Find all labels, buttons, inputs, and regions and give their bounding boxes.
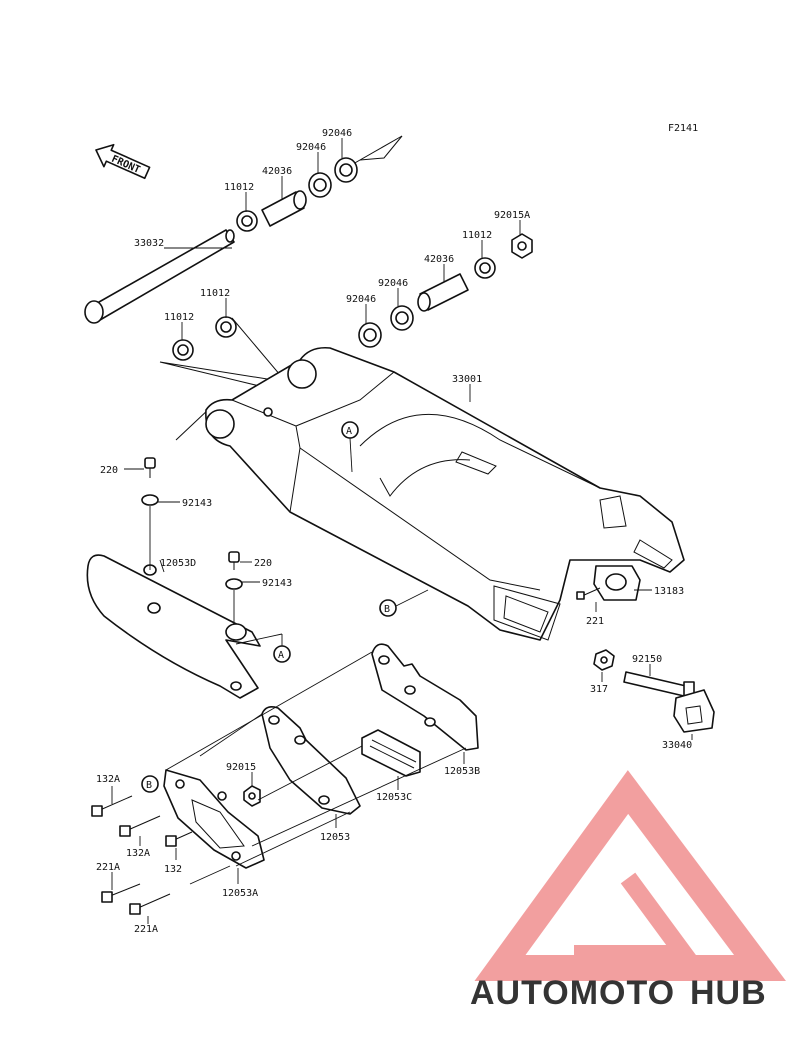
slider-12053C [361,729,421,777]
label-220-a: 220 [100,465,118,476]
automotohub-logo: AUTOMOTO HUB [470,770,786,1012]
label-42036-b: 42036 [424,254,454,265]
front-arrow-icon: FRONT [95,143,151,180]
callout-B-upper: B [379,589,429,617]
chain-slipper-12053D [86,554,261,699]
bolt-132 [165,831,193,847]
label-92046-d: 92046 [378,278,408,289]
label-11012-c: 11012 [164,312,194,323]
label-12053C: 12053C [376,792,412,803]
bolt-132A-a [91,795,133,817]
callout-B-lower-label: B [146,780,152,791]
label-33001: 33001 [452,374,482,385]
label-11012-b: 11012 [200,288,230,299]
label-12053B: 12053B [444,766,480,777]
swingarm-33001 [205,346,685,641]
nut-317 [593,649,615,671]
washer-92143-b [225,578,243,590]
label-92143-b: 92143 [262,578,292,589]
bolt-221A-a [101,883,141,903]
label-92046-c: 92046 [346,294,376,305]
label-92015: 92015 [226,762,256,773]
label-221A-a: 221A [96,862,120,873]
washer-92143-a [141,494,159,506]
sleeve-42036-mid [417,273,469,312]
label-11012-a: 11012 [224,182,254,193]
bolt-220-b [228,551,240,570]
label-132: 132 [164,864,182,875]
figure-code: F2141 [668,123,698,134]
guide-plate-12053 [261,706,361,815]
label-12053A: 12053A [222,888,258,899]
label-221A-b: 221A [134,924,158,935]
backing-plate-12053A [163,769,265,869]
chain-block-33040 [673,689,715,733]
label-221: 221 [586,616,604,627]
label-92046-a: 92046 [296,142,326,153]
label-317: 317 [590,684,608,695]
guide-plate-12053B [371,643,479,751]
bearing-92046-mid-b [390,305,414,331]
bearing-92046-upper-a [308,172,332,198]
part-labels: 33032 11012 42036 92046 92046 11012 1101… [96,128,692,935]
sleeve-42036-upper [261,190,307,227]
label-11012-d: 11012 [462,230,492,241]
bolt-220-a [144,457,156,478]
bolt-132A-b [119,815,161,837]
label-92150: 92150 [632,654,662,665]
nut-92015A [511,233,533,259]
label-33040: 33040 [662,740,692,751]
label-33032: 33032 [134,238,164,249]
collar-11012-left-a [172,339,194,361]
leader-lines [111,138,693,924]
callout-B-upper-label: B [384,604,390,615]
collar-11012-right [474,257,496,279]
callout-A-lower-label: A [278,650,284,661]
bolt-221 [576,587,601,600]
label-132A-a: 132A [96,774,120,785]
label-92015A: 92015A [494,210,530,221]
chain-adjuster-13183 [593,565,641,601]
collar-11012-upper [236,210,258,232]
bearing-92046-mid-a [358,322,382,348]
label-92143-a: 92143 [182,498,212,509]
logo-word-automoto: AUTOMOTO [470,974,675,1012]
callout-A-upper-label: A [346,426,352,437]
label-12053D: 12053D [160,558,196,569]
pivot-shaft [84,229,235,324]
collar-11012-left-b [215,316,237,338]
axle-bolt-92150 [623,671,695,699]
nut-92015 [243,785,261,807]
callout-A-lower: A [235,633,291,663]
label-132A-b: 132A [126,848,150,859]
callout-B-lower: B [141,775,159,793]
logo-word-hub: HUB [690,974,767,1012]
bolt-221A-b [129,893,171,915]
bearing-92046-upper-b [334,157,358,183]
assembly-lines [165,651,467,885]
label-13183: 13183 [654,586,684,597]
label-92046-b: 92046 [322,128,352,139]
callout-A-upper: A [341,421,359,473]
label-220-b: 220 [254,558,272,569]
label-42036-a: 42036 [262,166,292,177]
label-12053: 12053 [320,832,350,843]
